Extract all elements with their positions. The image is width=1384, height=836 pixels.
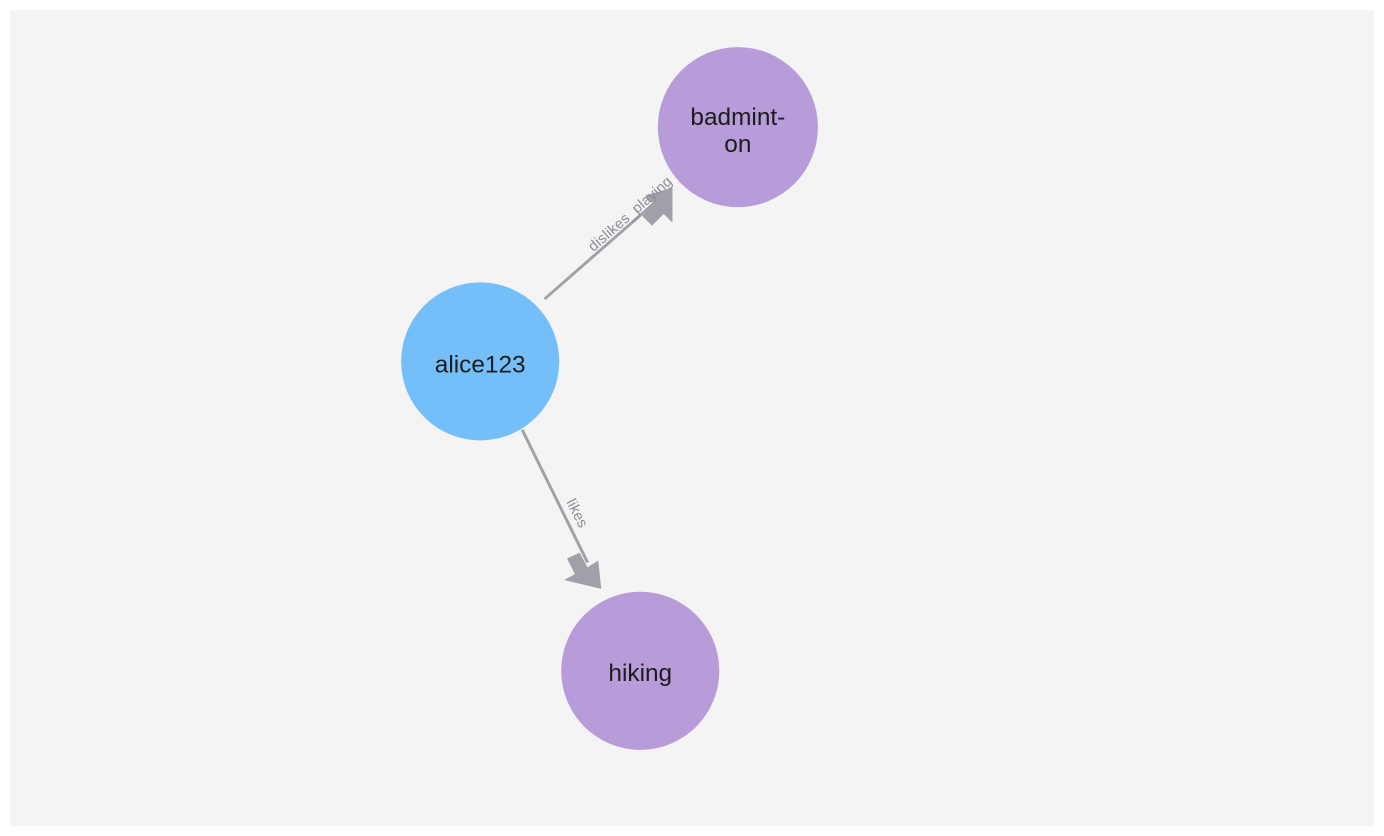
node-hiking[interactable]: hiking [561,591,720,750]
edge-line[interactable] [543,196,662,301]
edge-alice123-likes-hiking[interactable]: likes [520,429,602,589]
edge-alice123-dislikes_playing-badminton[interactable]: dislikes_playing [543,174,676,301]
edge-label-likes: likes [563,496,591,530]
graph-svg: dislikes_playing likes badmint- on alice… [401,47,818,750]
edge-line[interactable] [520,429,589,564]
arrowhead-icon [642,187,673,226]
node-label-badminton-line2: on [724,131,751,158]
node-circle[interactable] [657,47,818,208]
arrowhead-icon [564,552,602,589]
node-label-badminton-line1: badmint- [690,104,785,131]
node-label-hiking: hiking [608,660,672,687]
node-badminton[interactable]: badmint- on [657,47,818,208]
node-group: badmint- on alice123 hiking [401,47,818,750]
node-alice123[interactable]: alice123 [401,282,560,441]
node-circle[interactable] [561,591,720,750]
node-circle[interactable] [401,282,560,441]
node-label-alice123: alice123 [435,352,526,379]
